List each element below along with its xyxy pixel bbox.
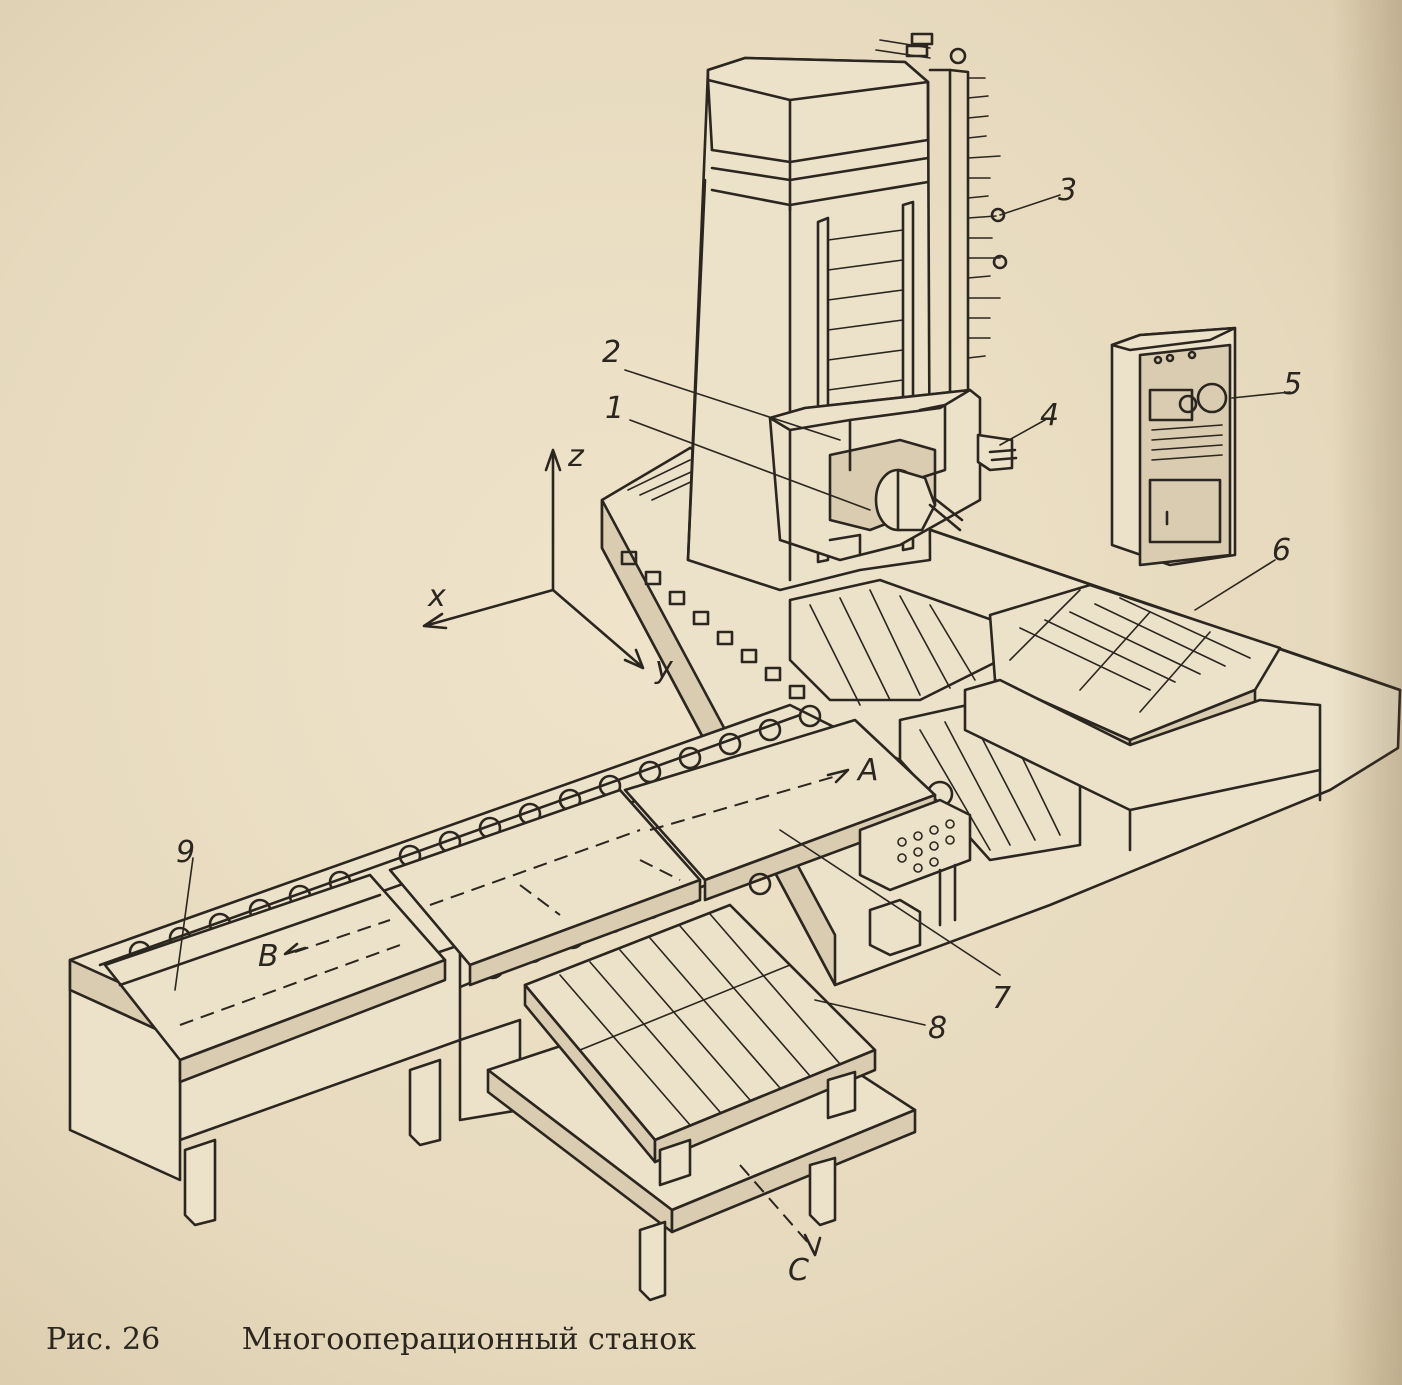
- axis-z-label: z: [567, 439, 585, 474]
- figure-number: Рис. 26: [46, 1322, 161, 1357]
- pallet-middle: [388, 788, 702, 987]
- callout-4: 4: [1040, 398, 1059, 433]
- bed-slots: [620, 550, 806, 700]
- spindle: [874, 468, 964, 532]
- callout-8: 8: [928, 1011, 947, 1046]
- cnc-cabinet: [1110, 326, 1237, 567]
- callout-numbers: 1 2 3 4 5 6 7 8 9: [176, 173, 1302, 1046]
- tools: [875, 32, 1008, 359]
- callout-9: 9: [176, 835, 195, 870]
- figure-caption: Рис. 26 Многооперационный станок: [46, 1322, 696, 1357]
- direction-c: C: [788, 1253, 809, 1288]
- callout-1: 1: [605, 391, 624, 426]
- pallet-8: [523, 903, 877, 1257]
- changer-holes: [897, 819, 955, 873]
- pallet-8-t-slots: [559, 913, 841, 1126]
- machine-pallet: [963, 583, 1322, 852]
- pallet-t-slots: [1009, 589, 1251, 713]
- machine-tool-diagram: z x y 1 2 3 4 5 6 7 8 9 A B C: [68, 32, 1402, 1302]
- callout-7: 7: [992, 981, 1011, 1016]
- direction-b: B: [258, 939, 279, 974]
- direction-a: A: [856, 753, 879, 788]
- callout-6: 6: [1272, 533, 1291, 568]
- pallet-9: [103, 873, 447, 1084]
- leader-lines: [174, 194, 1291, 1026]
- axis-x-label: x: [427, 579, 446, 614]
- coordinate-axes: z x y: [422, 439, 674, 686]
- callout-5: 5: [1283, 367, 1302, 402]
- spindle-head: [768, 388, 982, 562]
- callout-3: 3: [1058, 173, 1077, 208]
- column-guide-lines: [827, 229, 904, 391]
- axis-y-label: y: [654, 651, 674, 686]
- direction-letters: A B C: [258, 753, 879, 1288]
- pallet-changer: [748, 798, 972, 957]
- figure-title: Многооперационный станок: [241, 1322, 697, 1357]
- tool-changer-arm: [976, 433, 1018, 472]
- callout-2: 2: [602, 335, 621, 370]
